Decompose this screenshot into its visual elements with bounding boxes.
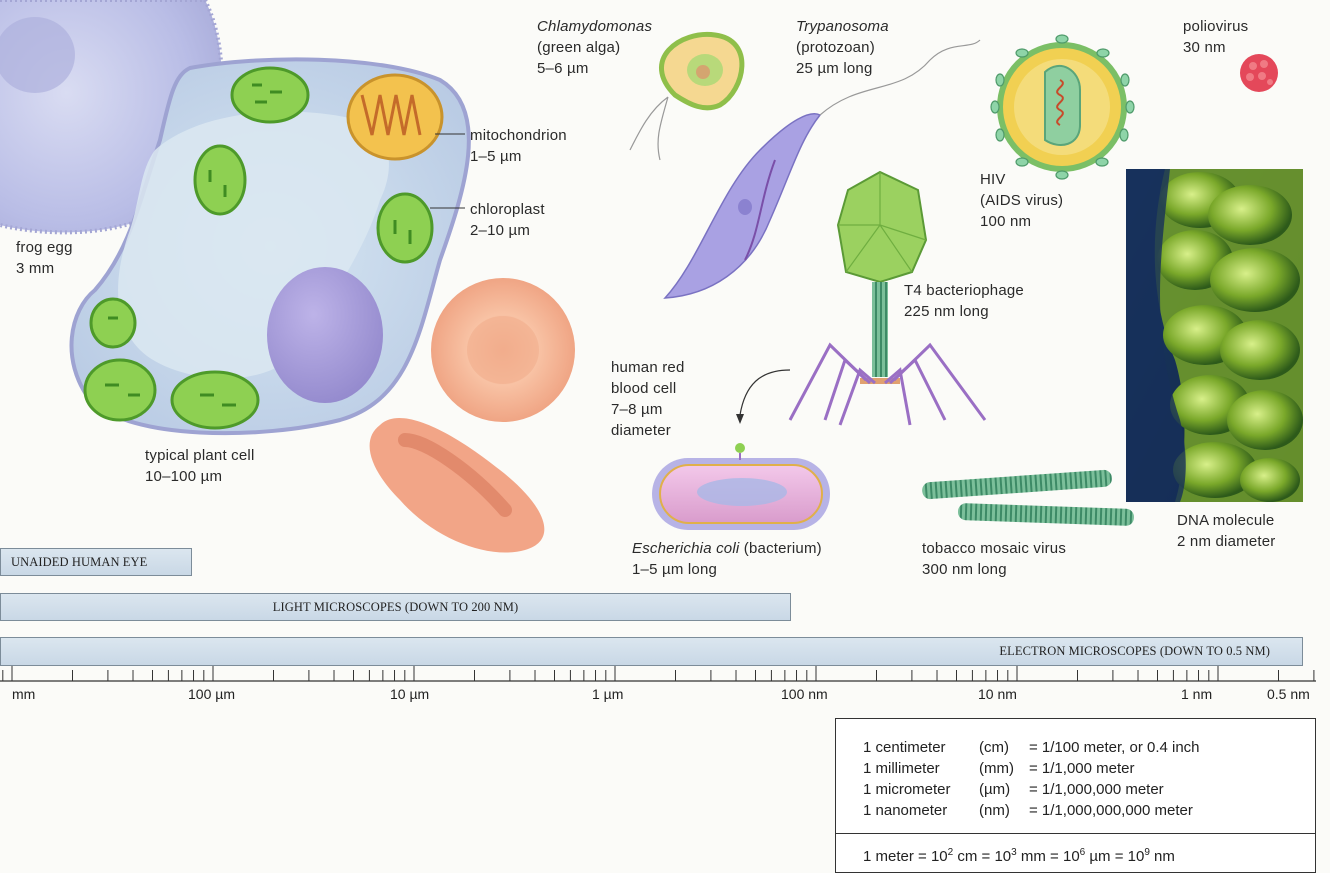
unit-row-mm: 1 millimeter(mm)= 1/1,000 meter [863,758,1200,779]
arrow-head [736,414,744,424]
light-microscope-bar: LIGHT MICROSCOPES (DOWN TO 200 NM) [0,593,791,621]
unaided-eye-bar: UNAIDED HUMAN EYE [0,548,192,576]
ecoli-shape [652,443,830,530]
meter-equation: 1 meter = 102 cm = 103 mm = 106 µm = 109… [863,847,1175,865]
dna-image [1126,169,1303,502]
scale-label-10nm: 10 nm [978,686,1017,702]
trypanosoma-label: Trypanosoma(protozoan) 25 µm long [796,16,889,79]
mitochondrion-shape [348,75,442,159]
scale-label-100nm: 100 nm [781,686,828,702]
unit-row-nm: 1 nanometer(nm)= 1/1,000,000,000 meter [863,800,1200,821]
unit-row-um: 1 micrometer(µm)= 1/1,000,000 meter [863,779,1200,800]
scale-label-1nm: 1 nm [1181,686,1212,702]
scale-label-0-5nm: 0.5 nm [1267,686,1310,702]
poliovirus-shape [1240,54,1278,92]
hiv-label: HIV(AIDS virus)100 nm [980,169,1063,232]
infection-arrow [740,370,790,415]
tmv-shape [922,469,1135,526]
scale-ruler [0,664,1316,681]
scale-label-100um: 100 µm [188,686,235,702]
unit-definitions-box: 1 centimeter(cm)= 1/100 meter, or 0.4 in… [835,718,1316,873]
unit-row-cm: 1 centimeter(cm)= 1/100 meter, or 0.4 in… [863,737,1200,758]
ecoli-label: Escherichia coli (bacterium) 1–5 µm long [632,538,822,580]
scale-label-10um: 10 µm [390,686,429,702]
scale-label-1um: 1 µm [592,686,623,702]
box-divider [836,833,1315,834]
chlamydomonas-label: Chlamydomonas(green alga) 5–6 µm [537,16,652,79]
electron-microscope-bar: ELECTRON MICROSCOPES (DOWN TO 0.5 NM) [0,637,1303,666]
scale-label-mm: mm [12,686,35,702]
hiv-shape [991,35,1134,179]
